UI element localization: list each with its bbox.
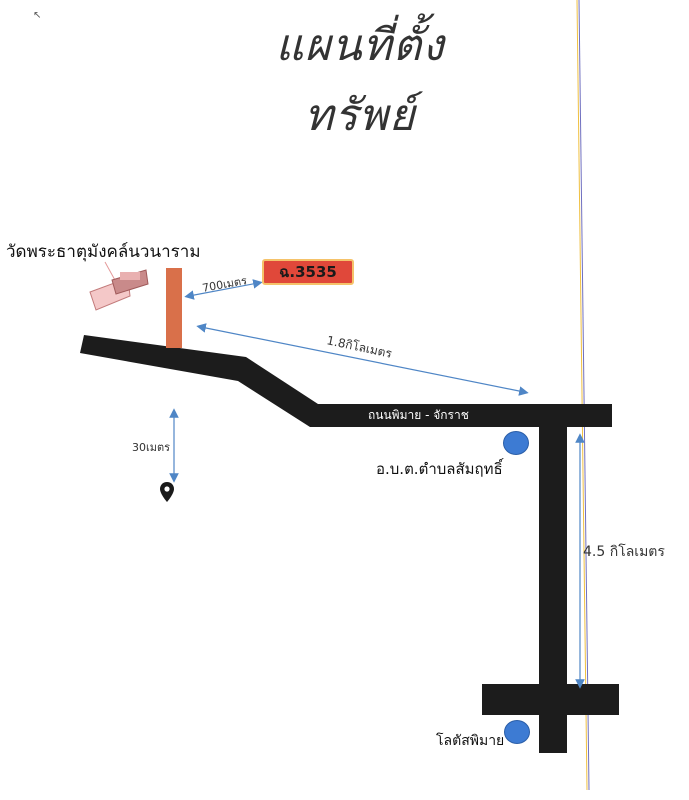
plot-badge: ฉ.3535 [262, 259, 354, 285]
arrow-1-8km [196, 323, 529, 396]
lotus-marker-icon [504, 720, 530, 744]
road-cross [482, 684, 619, 715]
office-marker-icon [503, 431, 529, 455]
office-label: อ.บ.ต.ตำบลสัมฤทธิ์ [376, 460, 503, 478]
plot-label: ฉ.3535 [279, 263, 337, 281]
temple-icon [89, 261, 149, 311]
margin-line-blue [578, 0, 590, 791]
corner-mark: ↖ [33, 10, 42, 21]
distance-4-5km-label: 4.5 กิโลเมตร [583, 544, 665, 560]
margin-line-yellow [576, 0, 588, 791]
lotus-label: โลตัสพิมาย [436, 733, 505, 749]
location-pin-icon [160, 482, 174, 502]
road-name-label: ถนนพิมาย - จักราช [368, 408, 469, 422]
map-title: แผนที่ตั้งทรัพย์ [275, 20, 445, 141]
arrow-700m [184, 279, 263, 300]
access-road [166, 268, 182, 348]
distance-30m-label: 30เมตร [132, 441, 171, 454]
temple-label: วัดพระธาตุมังคล์นวนาราม [6, 242, 201, 262]
